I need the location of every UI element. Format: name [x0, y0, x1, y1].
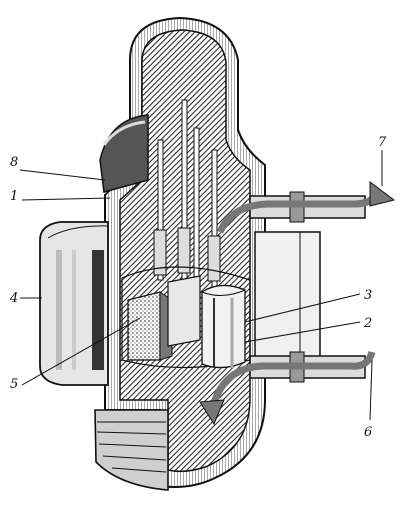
label-3: 3 — [364, 288, 372, 303]
fuel-assembly — [127, 291, 173, 361]
label-5: 5 — [10, 377, 18, 392]
inlet-arrow-icon — [199, 399, 225, 426]
side-drum — [39, 221, 109, 386]
leader-lines — [19, 150, 383, 421]
inlet-pipe — [199, 350, 376, 426]
label-8: 8 — [10, 155, 18, 170]
label-2: 2 — [363, 316, 372, 331]
core — [121, 99, 251, 369]
label-1: 1 — [10, 189, 18, 204]
outlet-arrow-icon — [369, 181, 396, 207]
outlet-pipe — [216, 181, 396, 234]
right-block — [254, 231, 321, 373]
bottom-flange — [94, 409, 169, 491]
central-assembly — [167, 275, 201, 347]
label-4: 4 — [9, 291, 18, 306]
label-7: 7 — [378, 135, 387, 150]
upper-collar — [99, 114, 149, 193]
label-6: 6 — [364, 425, 372, 440]
fuel-element — [201, 284, 246, 369]
